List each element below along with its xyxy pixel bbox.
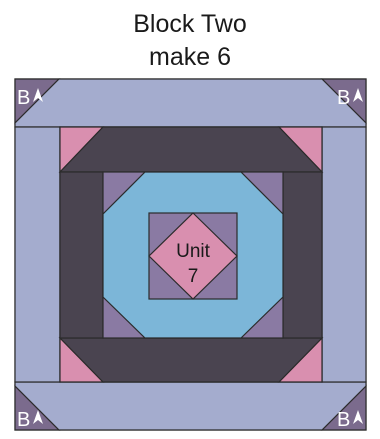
arrow-up-icon <box>33 88 43 102</box>
corner-label-top-left: B <box>17 87 30 109</box>
outer-strip-top <box>14 78 367 128</box>
dark-strip-top <box>58 126 324 173</box>
corner-label-bottom-left: B <box>17 409 30 431</box>
outer-strip-right <box>321 126 367 383</box>
dark-strip-right <box>282 171 323 339</box>
corner-label-bottom-right: B <box>337 409 350 431</box>
dark-strip-left <box>59 171 104 339</box>
arrow-up-icon <box>33 410 43 424</box>
corner-label-top-right: B <box>337 87 350 109</box>
block-subtitle: make 6 <box>149 43 231 71</box>
outer-strip-left <box>14 126 61 383</box>
dark-strip-bottom <box>58 337 324 383</box>
outer-strip-bottom <box>14 381 367 431</box>
block-title: Block Two <box>133 10 247 38</box>
center-label-line1: Unit <box>176 241 211 262</box>
center-diamond <box>148 212 238 300</box>
arrow-up-icon <box>353 88 363 102</box>
arrow-up-icon <box>353 410 363 424</box>
center-label-line2: 7 <box>188 266 199 287</box>
